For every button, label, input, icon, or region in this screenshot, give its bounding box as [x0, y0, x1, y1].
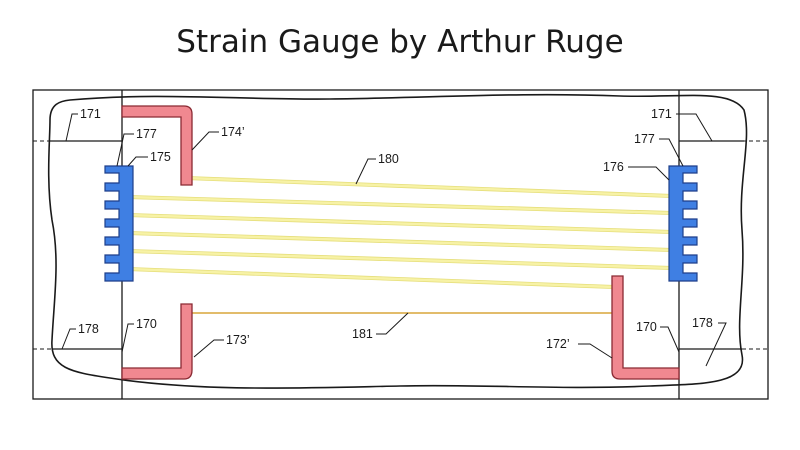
leader-171-left — [65, 113, 78, 142]
leader-177-left — [116, 133, 134, 167]
leader-176 — [628, 166, 670, 181]
leader-172p — [578, 343, 613, 359]
label-172p: 172’ — [546, 337, 570, 351]
label-170-right: 170 — [636, 320, 657, 334]
leader-180 — [355, 158, 376, 185]
bracket-172p — [611, 275, 680, 380]
leader-171-right — [676, 113, 713, 142]
leader-175 — [127, 156, 148, 167]
label-178-left: 178 — [78, 322, 99, 336]
label-177-left: 177 — [136, 127, 157, 141]
left-terminal — [104, 165, 134, 282]
label-171-left: 171 — [80, 107, 101, 121]
label-175: 175 — [150, 150, 171, 164]
label-171-right: 171 — [651, 107, 672, 121]
leader-181 — [376, 312, 409, 335]
label-176: 176 — [603, 160, 624, 174]
bracket-174p — [121, 105, 193, 186]
leader-178-left — [61, 328, 76, 350]
leader-174p — [191, 131, 219, 151]
label-174p: 174’ — [221, 125, 245, 139]
outer-frame — [32, 89, 769, 400]
gauge-wires — [126, 176, 674, 289]
label-170-left: 170 — [136, 317, 157, 331]
leader-177-right — [659, 138, 684, 167]
leader-170-left — [121, 323, 134, 353]
leader-173p — [193, 339, 224, 358]
label-180: 180 — [378, 152, 399, 166]
label-173p: 173’ — [226, 333, 250, 347]
bracket-173p — [121, 303, 193, 380]
leader-178-right — [705, 322, 727, 367]
label-178-right: 178 — [692, 316, 713, 330]
right-terminal — [668, 165, 698, 282]
diagram-title: Strain Gauge by Arthur Ruge — [176, 24, 624, 60]
label-181: 181 — [352, 327, 373, 341]
label-177-right: 177 — [634, 132, 655, 146]
leader-170-right — [660, 326, 680, 353]
carrier-sheet — [47, 93, 748, 389]
